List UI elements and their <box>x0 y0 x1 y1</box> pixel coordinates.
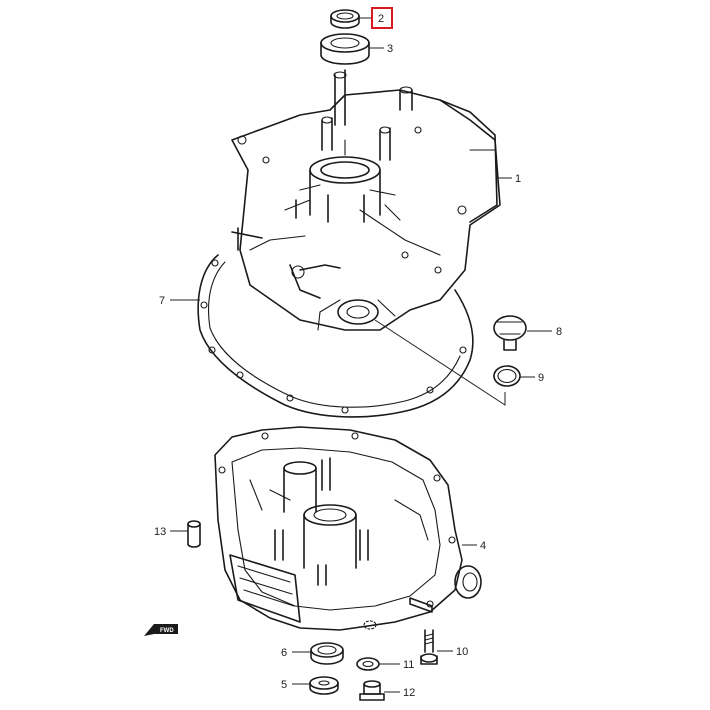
part-12-drain-plug[interactable] <box>359 680 385 701</box>
callout-2[interactable]: 2 <box>378 13 384 25</box>
callout-3[interactable]: 3 <box>387 43 393 55</box>
part-2-oil-seal[interactable] <box>330 9 360 29</box>
part-11-washer[interactable] <box>356 657 380 671</box>
part-9-o-ring[interactable] <box>493 365 521 387</box>
callout-13[interactable]: 13 <box>154 526 166 538</box>
part-8-plug[interactable] <box>493 315 527 351</box>
callout-8[interactable]: 8 <box>556 326 562 338</box>
part-3-bearing[interactable] <box>320 33 370 65</box>
part-10-bolt[interactable] <box>420 629 438 665</box>
callout-2-highlight <box>371 7 393 29</box>
part-6-seal[interactable] <box>310 642 344 665</box>
part-4-crankcase-lower[interactable] <box>214 426 482 631</box>
part-5-cap[interactable] <box>309 676 339 695</box>
callout-12[interactable]: 12 <box>403 687 415 699</box>
part-13-dowel-pin[interactable] <box>187 520 201 548</box>
callout-11[interactable]: 11 <box>403 659 414 671</box>
part-1-crankcase-upper[interactable] <box>231 69 501 331</box>
part-7-gasket[interactable] <box>197 254 474 418</box>
fwd-label: FWD <box>160 628 174 634</box>
callout-9[interactable]: 9 <box>538 372 544 384</box>
callout-5[interactable]: 5 <box>281 679 287 691</box>
callout-7[interactable]: 7 <box>159 295 165 307</box>
callout-4[interactable]: 4 <box>480 540 486 552</box>
fwd-arrow: FWD <box>144 624 178 636</box>
callouts: 2 3 1 7 8 9 4 13 6 5 11 10 12 <box>154 7 562 699</box>
callout-6[interactable]: 6 <box>281 647 287 659</box>
callout-1[interactable]: 1 <box>515 173 521 185</box>
callout-10[interactable]: 10 <box>456 646 468 658</box>
leader-lines <box>170 17 552 693</box>
